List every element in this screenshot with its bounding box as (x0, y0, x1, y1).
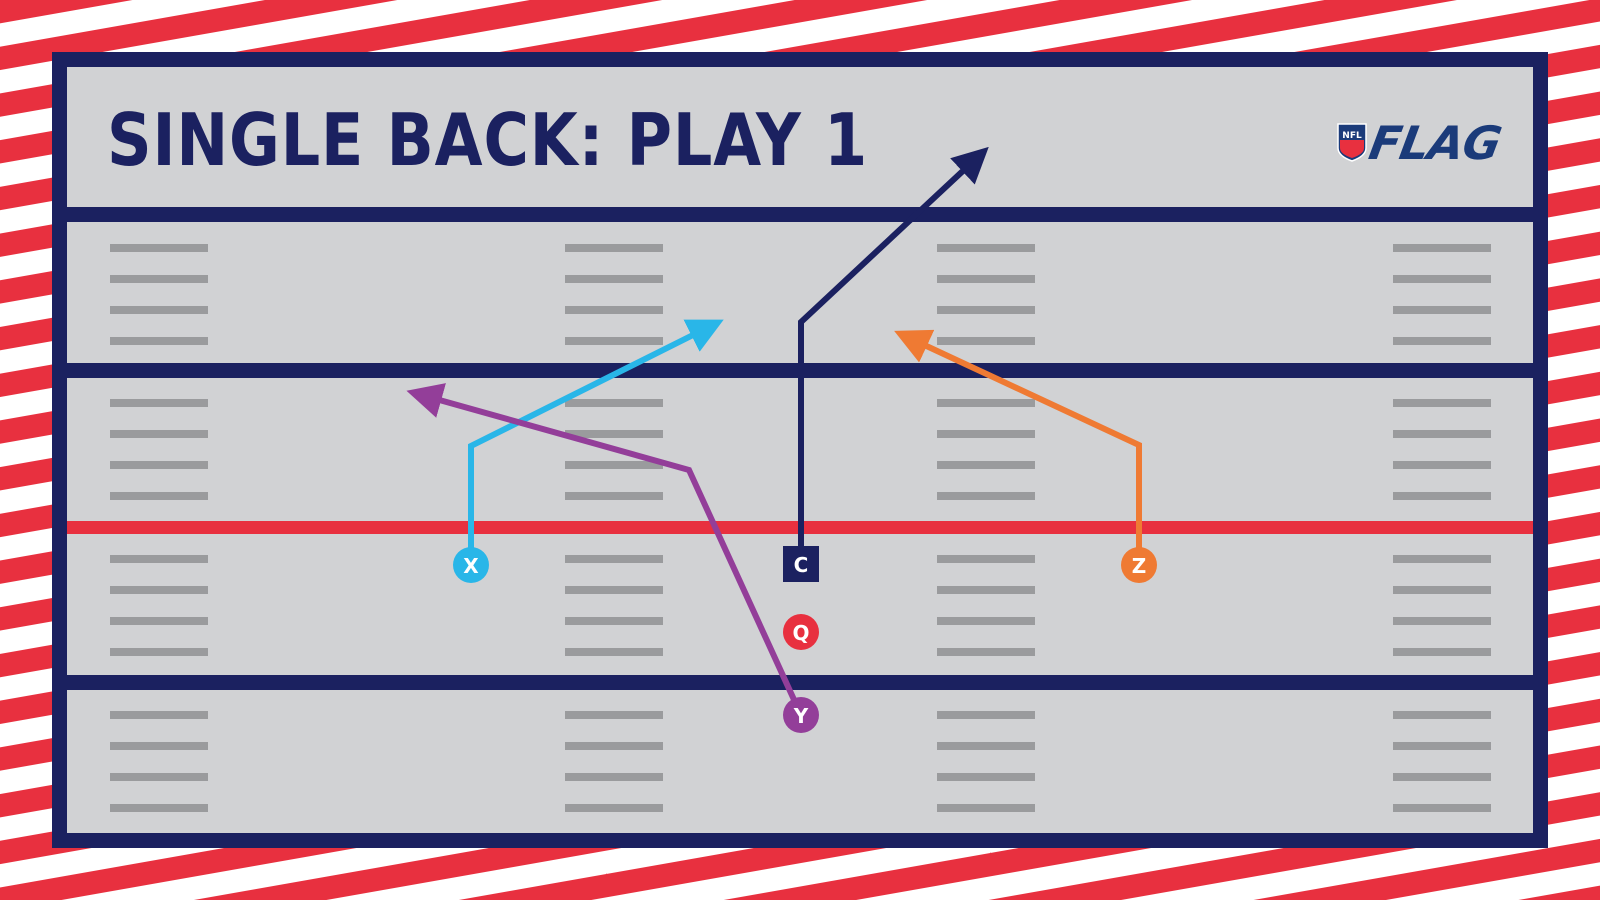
hash-mark (110, 399, 208, 407)
hash-mark (1393, 430, 1491, 438)
hash-mark (1393, 399, 1491, 407)
hash-mark (110, 430, 208, 438)
hash-mark (937, 461, 1035, 469)
player-z: Z (1121, 547, 1157, 583)
hash-mark (1393, 804, 1491, 812)
hash-mark (110, 586, 208, 594)
player-x: X (453, 547, 489, 583)
hash-mark (565, 337, 663, 345)
hash-mark (110, 804, 208, 812)
hash-mark (1393, 492, 1491, 500)
page-title: SINGLE BACK: PLAY 1 (107, 98, 869, 182)
player-y-label: Y (793, 704, 809, 728)
nfl-flag-logo: NFL FLAG (1336, 116, 1505, 170)
hash-mark (1393, 306, 1491, 314)
hash-mark (565, 461, 663, 469)
hash-mark (565, 306, 663, 314)
hash-mark (937, 773, 1035, 781)
zone-divider-line (67, 675, 1533, 690)
hash-mark (1393, 275, 1491, 283)
hash-mark (1393, 461, 1491, 469)
hash-mark (937, 244, 1035, 252)
nfl-shield-icon: NFL (1337, 123, 1367, 162)
hash-mark (110, 275, 208, 283)
hash-marks (110, 244, 1491, 812)
hash-mark (565, 773, 663, 781)
player-c-label: C (794, 553, 809, 577)
hash-mark (1393, 586, 1491, 594)
hash-mark (565, 742, 663, 750)
hash-mark (565, 492, 663, 500)
player-q: Q (783, 614, 819, 650)
hash-mark (565, 430, 663, 438)
hash-mark (937, 586, 1035, 594)
player-y: Y (783, 697, 819, 733)
player-x-label: X (463, 554, 479, 578)
hash-mark (937, 430, 1035, 438)
hash-mark (565, 555, 663, 563)
hash-mark (937, 711, 1035, 719)
hash-mark (1393, 244, 1491, 252)
hash-mark (110, 492, 208, 500)
player-q-label: Q (792, 621, 809, 645)
hash-mark (937, 742, 1035, 750)
hash-mark (937, 617, 1035, 625)
player-c: C (783, 546, 819, 582)
hash-mark (565, 586, 663, 594)
hash-mark (565, 617, 663, 625)
hash-mark (1393, 742, 1491, 750)
hash-mark (937, 399, 1035, 407)
hash-mark (1393, 648, 1491, 656)
route-z (894, 329, 1142, 565)
hash-mark (937, 804, 1035, 812)
hash-mark (937, 337, 1035, 345)
hash-mark (565, 244, 663, 252)
route-y (406, 383, 804, 717)
hash-mark (937, 492, 1035, 500)
player-z-label: Z (1132, 554, 1147, 578)
route-c (798, 146, 989, 565)
hash-mark (1393, 337, 1491, 345)
hash-mark (937, 306, 1035, 314)
hash-mark (937, 648, 1035, 656)
hash-mark (110, 244, 208, 252)
hash-mark (110, 337, 208, 345)
hash-mark (110, 742, 208, 750)
hash-mark (1393, 617, 1491, 625)
hash-mark (565, 275, 663, 283)
hash-mark (110, 461, 208, 469)
hash-mark (1393, 773, 1491, 781)
hash-mark (1393, 555, 1491, 563)
hash-mark (565, 399, 663, 407)
hash-mark (937, 275, 1035, 283)
hash-mark (110, 306, 208, 314)
hash-mark (1393, 711, 1491, 719)
hash-mark (110, 711, 208, 719)
hash-mark (565, 804, 663, 812)
hash-mark (110, 773, 208, 781)
route-x (468, 319, 724, 565)
hash-mark (937, 555, 1035, 563)
logo-small-text: NFL (1342, 131, 1362, 141)
hash-mark (565, 711, 663, 719)
title-panel (67, 67, 1533, 207)
hash-mark (110, 648, 208, 656)
hash-mark (110, 555, 208, 563)
hash-mark (565, 648, 663, 656)
hash-mark (110, 617, 208, 625)
